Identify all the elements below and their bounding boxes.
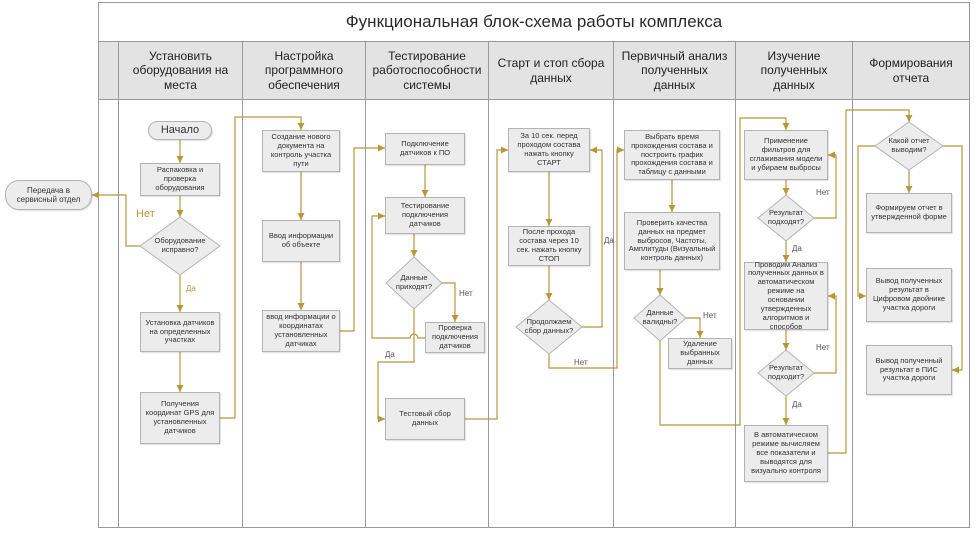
diamond-shape	[386, 257, 442, 309]
new-document-box: Создание нового документа на контроль уч…	[262, 130, 340, 172]
delete-data-box: Удаление выбранных данных	[668, 338, 732, 369]
yes-label: Да	[604, 236, 614, 245]
decision-text: Данные приходят?	[395, 273, 433, 291]
connector-result-a-no-filters	[814, 151, 837, 219]
check-connection-box: Проверка подключения датчиков	[425, 322, 485, 353]
lane-primary-analysis: Первичный анализ полученных данных	[613, 42, 735, 528]
connector-result-b-no-analysis	[814, 292, 837, 374]
quality-check-box: Проверить качества данных на предмет выб…	[624, 212, 720, 270]
no-label: Нет	[136, 208, 155, 220]
diamond-shape	[516, 300, 582, 354]
diamond-shape	[758, 195, 814, 241]
lane-study: Изучение полученных данных	[735, 42, 852, 528]
connector-check-loop-test	[371, 212, 425, 339]
connector-continue-no-select	[548, 146, 624, 369]
equipment-ok-decision: Оборудование исправно?	[140, 217, 220, 275]
yes-label: Да	[186, 284, 196, 293]
diamond-shape	[758, 350, 814, 396]
unpack-box: Распаковка и проверка оборудования	[140, 163, 220, 196]
no-label: Нет	[574, 358, 588, 367]
connect-sensors-box: Подключение датчиков к ПО	[385, 133, 465, 165]
lane-header: Первичный анализ полученных данных	[614, 42, 735, 100]
no-label: Нет	[816, 188, 830, 197]
auto-analysis-box: Проводим Анализ полученных данных в авто…	[744, 260, 828, 330]
diamond-shape	[875, 122, 943, 170]
connector-continue-yes-start	[582, 146, 603, 328]
lane-testing: Тестирование работоспособности системы	[365, 42, 488, 528]
diamond-shape	[634, 295, 686, 341]
result-fits-decision-b: Результат подходит?	[758, 350, 814, 396]
lane-header: Установить оборудования на места	[119, 42, 242, 100]
decision-text: Результат подходит?	[767, 363, 805, 381]
install-sensors-box: Установка датчиков на определенных участ…	[140, 312, 220, 352]
lane-software: Настройка программного обеспечения	[242, 42, 365, 528]
select-time-box: Выбрать время прохождения состава и пост…	[624, 130, 720, 180]
decision-text: Оборудование исправно?	[154, 236, 206, 254]
lane-header: Настройка программного обеспечения	[243, 42, 365, 100]
coordinates-info-box: ввод информации о координатах установлен…	[262, 310, 340, 352]
which-report-decision: Какой отчет выводим?	[875, 122, 943, 170]
yes-label: Да	[792, 400, 802, 409]
result-fits-decision-a: Результат подходят?	[758, 195, 814, 241]
connector-auto-report	[828, 109, 913, 454]
service-dept-terminator: Передача в сервисный отдел	[5, 180, 92, 210]
decision-text: Какой отчет выводим?	[888, 136, 930, 154]
continue-collection-decision: Продолжаем сбор данных?	[516, 300, 582, 354]
connector-coords-connect	[340, 144, 385, 332]
decision-text: Данные валидны?	[642, 308, 678, 326]
lane-install: Установить оборудования на места	[118, 42, 242, 528]
stop-button-box: После прохода состава через 10 сек. нажа…	[508, 226, 590, 266]
start-terminator: Начало	[148, 121, 212, 140]
connector-test-collect-start	[465, 146, 508, 420]
object-info-box: Ввод информации об объекте	[262, 220, 340, 262]
yes-label: Да	[792, 244, 802, 253]
yes-label: Да	[385, 350, 395, 359]
connector-arrives-no-check	[442, 282, 459, 322]
lane-header: Формирования отчета	[853, 42, 969, 100]
data-arrives-decision: Данные приходят?	[386, 257, 442, 309]
auto-compute-box: В автоматическом режиме вычисляем все по…	[744, 425, 828, 482]
form-report-box: Формируем отчет в утвержденной форме	[866, 193, 952, 233]
decision-text: Продолжаем сбор данных?	[524, 317, 574, 335]
gps-coordinates-box: Получения координат GPS для установленны…	[140, 392, 220, 444]
connector-which-pis	[943, 145, 963, 374]
connector-which-digital-twin	[857, 145, 875, 300]
filters-box: Применение фильтров для сглаживания моде…	[744, 130, 828, 180]
no-label: Нет	[703, 311, 717, 320]
start-button-box: За 10 сек. перед проходом состава нажать…	[508, 128, 590, 172]
lane-collection: Старт и стоп сбора данных	[488, 42, 613, 528]
pis-output-box: Вывод полученный результат в ПИС участка…	[866, 345, 952, 395]
connector-valid-no-delete	[686, 317, 704, 338]
diamond-shape	[140, 217, 220, 275]
data-valid-decision: Данные валидны?	[634, 295, 686, 341]
connector-valid-yes-filters	[659, 117, 790, 426]
connector-check-no-service	[92, 191, 140, 247]
digital-twin-output-box: Вывод полученных результат в Цифровом дв…	[866, 268, 952, 322]
no-label: Нет	[816, 343, 830, 352]
lane-strip	[98, 42, 118, 528]
lane-header: Тестирование работоспособности системы	[366, 42, 488, 100]
connector-gps-new-doc	[220, 116, 305, 419]
connector-arrives-yes-test-collect	[377, 309, 415, 423]
lane-strip-header	[99, 42, 118, 100]
diagram-title: Функциональная блок-схема работы комплек…	[98, 2, 970, 42]
decision-text: Результат подходят?	[767, 208, 805, 226]
lane-report: Формирования отчета	[852, 42, 970, 528]
no-label: Нет	[459, 289, 473, 298]
test-connection-box: Тестирование подключения датчиков	[385, 197, 465, 234]
lane-header: Изучение полученных данных	[736, 42, 852, 100]
lane-header: Старт и стоп сбора данных	[489, 42, 613, 100]
test-collection-box: Тестовый сбор данных	[385, 398, 465, 440]
